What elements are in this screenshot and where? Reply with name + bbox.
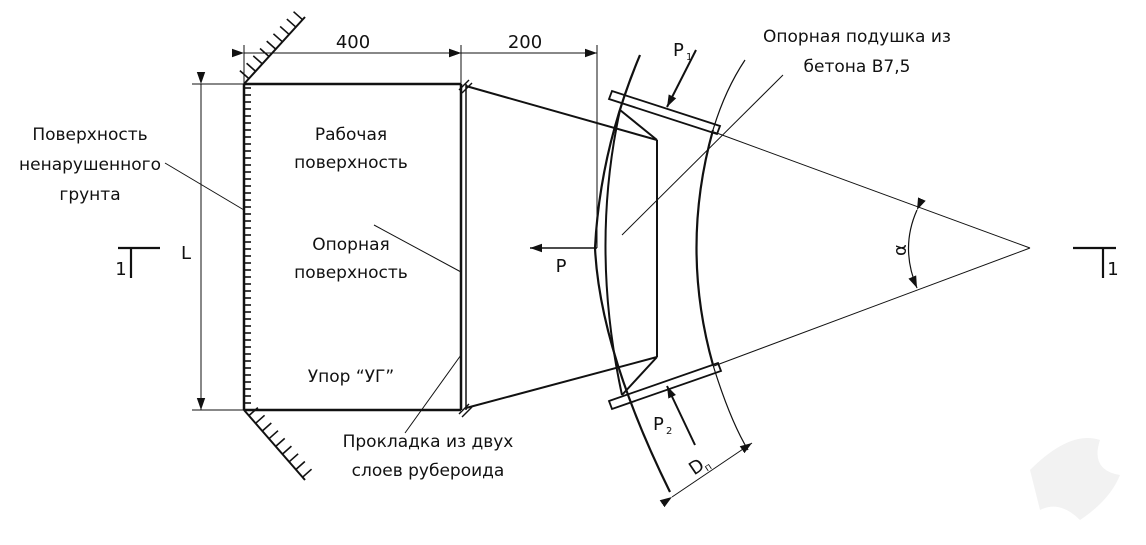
label-working-surface: Рабочая поверхность: [294, 125, 408, 173]
svg-text:грунта: грунта: [59, 185, 120, 205]
svg-text:поверхность: поверхность: [294, 153, 408, 173]
angle-arc: [907, 197, 926, 289]
label-support-cushion: Опорная подушка из бетона В7,5: [763, 27, 951, 77]
gasket-marks: [458, 79, 473, 418]
label-diameter: D п: [685, 455, 715, 480]
transition-trapezoid: [465, 85, 658, 409]
svg-text:п: п: [703, 461, 715, 474]
dimension-diameter: [659, 442, 753, 508]
section-marker-right: [1073, 246, 1116, 278]
svg-text:ненарушенного: ненарушенного: [19, 155, 161, 175]
leader-lines: [164, 74, 784, 434]
label-support-surface: Опорная поверхность: [294, 235, 408, 283]
svg-text:Поверхность: Поверхность: [32, 125, 147, 145]
ground-diagonal-bottom: [243, 407, 313, 481]
svg-text:поверхность: поверхность: [294, 263, 408, 283]
svg-text:P: P: [673, 40, 684, 61]
svg-text:бетона В7,5: бетона В7,5: [804, 57, 911, 77]
force-p1-arrow: [666, 49, 697, 108]
label-force-p1: P 1: [673, 40, 692, 63]
svg-text:Рабочая: Рабочая: [315, 125, 387, 145]
ground-wall-left: [242, 84, 251, 410]
label-force-p2: P 2: [653, 414, 672, 437]
svg-text:1: 1: [686, 52, 692, 63]
svg-text:2: 2: [666, 426, 672, 437]
svg-text:слоев рубероида: слоев рубероида: [352, 461, 505, 481]
force-p2-arrow: [666, 385, 696, 446]
dim-label-L: L: [181, 243, 191, 264]
dim-label-400: 400: [336, 32, 370, 53]
section-marker-left: [118, 246, 160, 278]
label-section-left: 1: [115, 259, 126, 280]
dim-label-200: 200: [508, 32, 542, 53]
axis-lines: [713, 131, 1031, 367]
pipe-flange-top: [607, 89, 722, 136]
label-angle: α: [890, 244, 911, 256]
label-stop-name: Упор “УГ”: [308, 367, 394, 387]
svg-text:Опорная: Опорная: [312, 235, 389, 255]
svg-text:P: P: [653, 414, 664, 435]
dimension-200: [449, 45, 598, 248]
label-surface-undisturbed: Поверхность ненарушенного грунта: [19, 125, 161, 205]
svg-text:Опорная подушка из: Опорная подушка из: [763, 27, 951, 47]
svg-text:Прокладка из двух: Прокладка из двух: [343, 432, 514, 452]
label-section-right: 1: [1107, 259, 1118, 280]
ground-diagonal-top: [239, 11, 306, 85]
watermark-logo: [1030, 438, 1120, 520]
pipe-flange-bottom: [607, 361, 723, 411]
label-gasket: Прокладка из двух слоев рубероида: [343, 432, 514, 481]
label-force-p: P: [556, 256, 567, 277]
dimension-L: [192, 72, 244, 411]
